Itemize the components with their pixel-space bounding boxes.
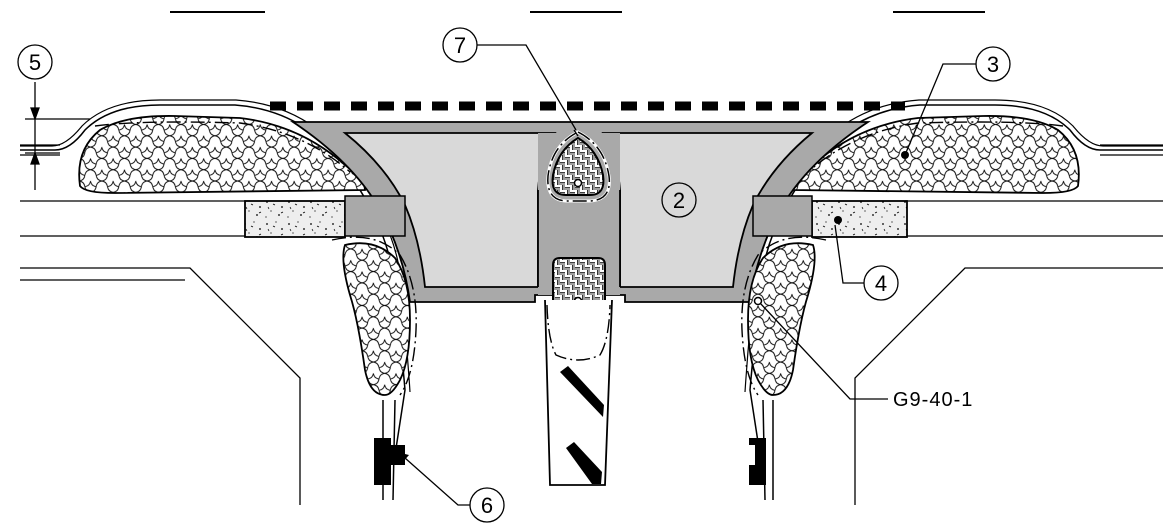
left-crosshatch-pad: [78, 115, 366, 194]
callout-3: 3: [975, 46, 1011, 82]
svg-text:2: 2: [673, 188, 685, 213]
side-walls: [20, 267, 1163, 505]
svg-text:4: 4: [875, 271, 887, 296]
right-crosshatch-pad: [792, 115, 1080, 194]
callout-6: 6: [469, 487, 505, 523]
reference-lines: [20, 144, 1163, 237]
callout-5: 5: [17, 44, 53, 80]
reference-code: G9-40-1: [893, 389, 973, 411]
right-lower-pad: [747, 242, 816, 396]
callout-4: 4: [863, 265, 899, 301]
central-tail-stripes: [560, 366, 604, 484]
black-clips: [374, 438, 766, 485]
callout-7: 7: [442, 27, 478, 63]
left-speckle-block: [244, 200, 346, 238]
leader-lines: [404, 44, 976, 506]
svg-text:5: 5: [29, 50, 41, 75]
left-lower-pad: [342, 242, 411, 396]
callout-2: 2: [661, 182, 697, 218]
dimension-marker: [25, 82, 90, 190]
right-speckle-block: [811, 200, 908, 238]
upper-weave-insert: [551, 136, 605, 196]
svg-text:3: 3: [987, 52, 999, 77]
central-tail: [544, 299, 613, 486]
svg-text:6: 6: [481, 493, 493, 518]
svg-text:7: 7: [454, 33, 466, 58]
